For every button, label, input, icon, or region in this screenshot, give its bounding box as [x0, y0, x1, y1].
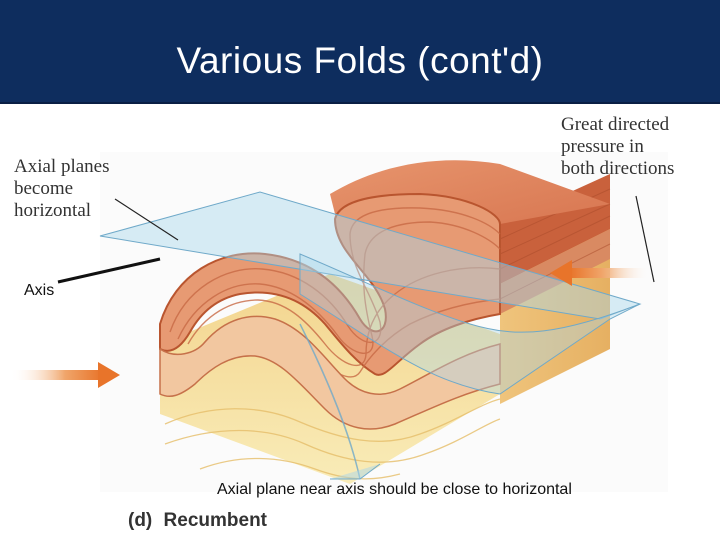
figure-caption: (d) Recumbent — [128, 510, 267, 532]
title-bar: Various Folds (cont'd) — [0, 0, 720, 104]
axial-planes-line-1: Axial planes — [14, 156, 110, 177]
axial-planes-label: Axial planes become horizontal — [14, 156, 110, 222]
figure-name: Recumbent — [163, 510, 268, 531]
axis-label: Axis — [24, 282, 55, 299]
yellow-banding — [164, 398, 501, 480]
recumbent-fold-diagram — [10, 152, 668, 492]
pressure-line-1: Great directed — [561, 114, 670, 135]
axis-leader — [57, 257, 161, 284]
axial-planes-line-2: become — [14, 178, 74, 199]
right-pressure-arrow — [550, 260, 650, 286]
pressure-label: Great directed pressure in both directio… — [561, 114, 674, 180]
folded-rock-layers — [159, 192, 501, 376]
axial-planes-line-3: horizontal — [14, 200, 92, 221]
pressure-line-2: pressure in — [561, 136, 644, 157]
figure-letter: (d) — [128, 510, 153, 531]
axial-plane-edge — [330, 463, 381, 480]
lower-fold-limb — [159, 315, 501, 430]
left-pressure-arrow — [10, 362, 120, 388]
diagram-area: Axial planes become horizontal Great dir… — [0, 104, 720, 540]
pressure-leader — [635, 195, 655, 283]
pressure-line-3: both directions — [561, 158, 675, 179]
axial-plane-note: Axial plane near axis should be close to… — [217, 481, 572, 498]
slide-title: Various Folds (cont'd) — [176, 40, 544, 81]
fold-banding — [169, 207, 501, 378]
axial-plane-lower — [299, 253, 641, 395]
axial-planes-leader — [114, 198, 179, 241]
axial-plane-trace — [299, 323, 361, 480]
